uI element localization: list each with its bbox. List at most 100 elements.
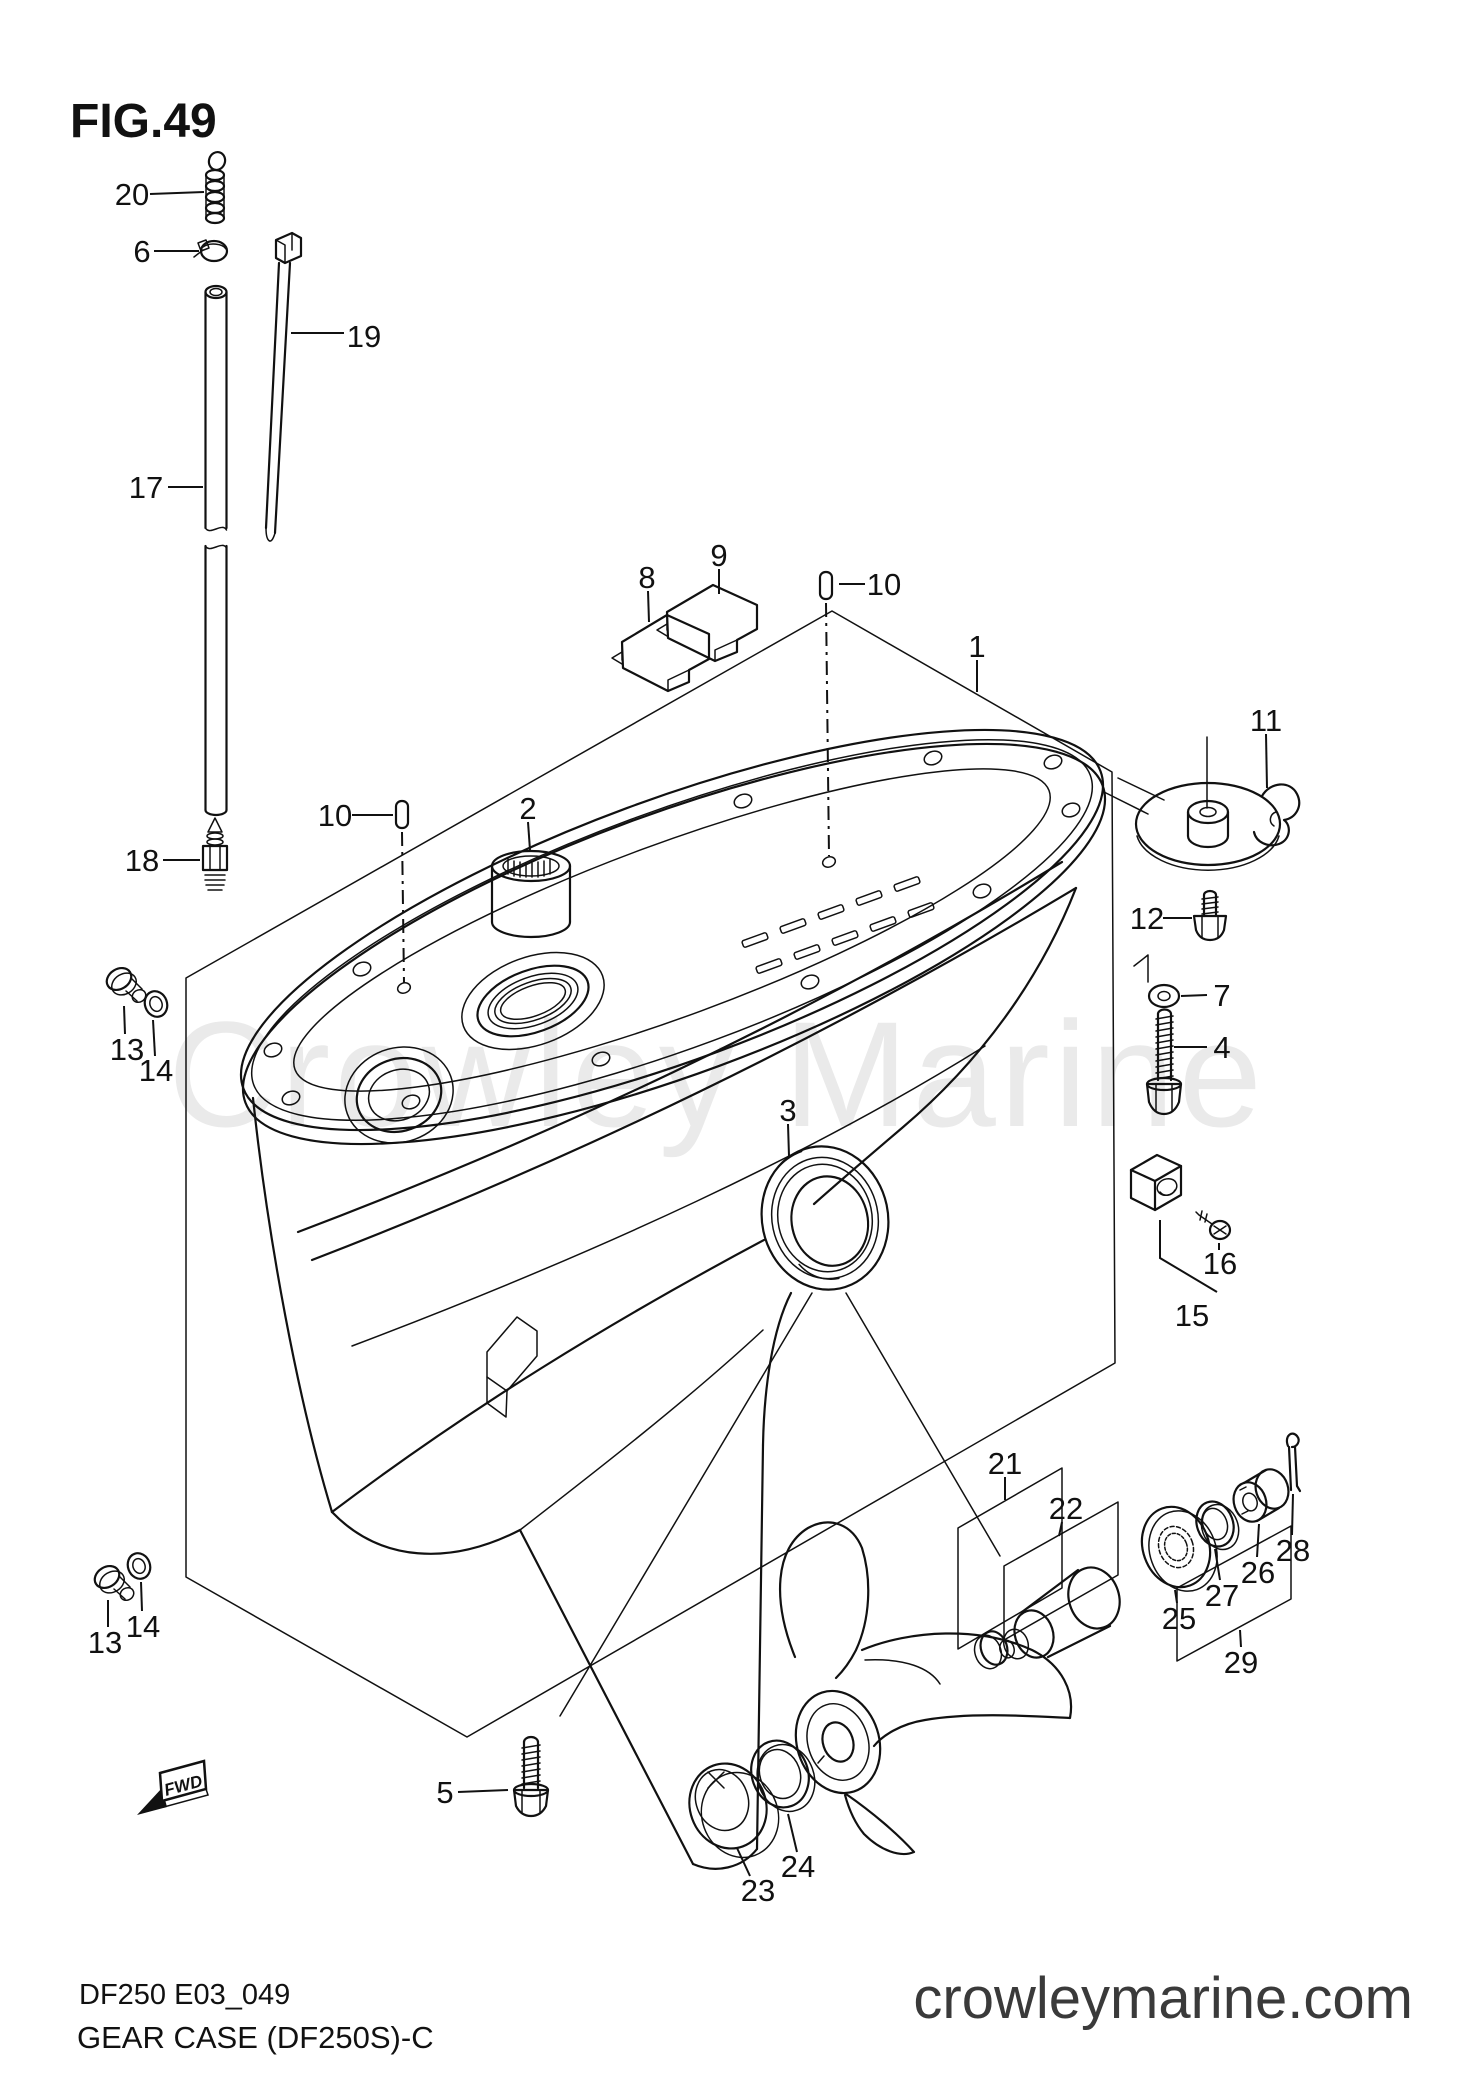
callout-22: 22 (1049, 1491, 1083, 1526)
callout-2: 2 (519, 791, 536, 826)
group-box-29 (1176, 1525, 1292, 1662)
part-7-washer (1133, 954, 1181, 1009)
part-10-pin-a (818, 570, 834, 601)
callout-14: 14 (139, 1053, 173, 1088)
leader-line-27 (1214, 1548, 1221, 1581)
part-25-spline-washer (1140, 1505, 1218, 1592)
part-26-spacer (1232, 1468, 1290, 1523)
gear-case-body (251, 777, 1165, 1870)
leader-line-14 (140, 1581, 143, 1612)
leader-line-2 (527, 821, 531, 851)
part-12-bolt (1192, 889, 1228, 942)
callout-26: 26 (1241, 1555, 1275, 1590)
callout-6: 6 (133, 234, 150, 269)
group-box-22 (1003, 1501, 1119, 1641)
leader-line-10 (825, 602, 830, 857)
part-27-washer (1195, 1500, 1240, 1551)
part-9-plate (656, 583, 759, 663)
callout-18: 18 (125, 843, 159, 878)
leader-line-23 (736, 1847, 751, 1877)
callout-11: 11 (1250, 703, 1282, 738)
group-box-21 (957, 1467, 1063, 1650)
part-28-cotter-pin (1285, 1432, 1302, 1493)
part-13-plug-a (105, 966, 147, 1004)
leader-line-5 (457, 1789, 509, 1793)
callout-17: 17 (129, 470, 163, 505)
flange-bores (344, 951, 605, 1144)
callout-19: 19 (347, 319, 381, 354)
propeller (779, 1521, 1073, 1856)
callout-27: 27 (1205, 1578, 1239, 1613)
callout-13: 13 (88, 1625, 122, 1660)
callout-13: 13 (110, 1032, 144, 1067)
callout-5: 5 (436, 1775, 453, 1810)
part-14-washer-b (126, 1552, 152, 1580)
part-18-fitting (201, 817, 229, 891)
part-10-pin-b (394, 799, 410, 830)
figure-title: FIG.49 (70, 95, 217, 148)
fwd-arrow-icon (137, 1788, 167, 1815)
part-4-bolt (1145, 1008, 1183, 1116)
callout-10: 10 (318, 798, 352, 833)
leader-line-20 (149, 191, 205, 195)
callout-23: 23 (741, 1873, 775, 1908)
callout-10: 10 (867, 567, 901, 602)
flange-bolt-holes (263, 750, 1081, 1110)
leader-line-26 (1256, 1523, 1260, 1558)
callout-7: 7 (1213, 978, 1230, 1013)
water-intake-scoop (486, 1316, 538, 1392)
part-23-hub-cup (688, 1762, 780, 1859)
fwd-ribbon-side (161, 1788, 209, 1808)
leader-line-13 (123, 1005, 126, 1035)
exhaust-louvers (741, 876, 935, 974)
leader-line-11 (1265, 733, 1268, 789)
leader-line-24 (787, 1813, 798, 1853)
callout-9: 9 (710, 538, 727, 573)
leader-line-8 (647, 590, 650, 623)
leader-line-14 (152, 1019, 156, 1057)
part-19-strap (264, 231, 303, 542)
callout-21: 21 (988, 1446, 1022, 1481)
leader-line-15 (1159, 1220, 1218, 1293)
leader-line-22 (1058, 1521, 1063, 1537)
footer-code: DF250 E03_049 (79, 1979, 290, 2011)
callout-4: 4 (1213, 1030, 1230, 1065)
leader-line-29 (1239, 1629, 1242, 1648)
leader-line-3 (787, 1123, 790, 1157)
part-2-bearing (490, 849, 572, 939)
assembly-box-1 (185, 610, 1116, 1738)
callout-15: 15 (1175, 1298, 1209, 1333)
callout-1: 1 (968, 629, 985, 664)
part-13-plug-b (93, 1564, 135, 1602)
part-8-plate (611, 613, 711, 693)
part-20-rod (204, 150, 227, 225)
leader-line-10 (401, 831, 405, 984)
callout-14: 14 (126, 1609, 160, 1644)
callout-28: 28 (1276, 1533, 1310, 1568)
footer-caption: GEAR CASE (DF250S)-C (77, 2020, 434, 2055)
callout-12: 12 (1130, 901, 1164, 936)
part-6-clamp (193, 239, 229, 263)
part-14-washer-a (143, 990, 169, 1018)
callout-20: 20 (115, 177, 149, 212)
callout-25: 25 (1162, 1601, 1196, 1636)
part-16-screw (1195, 1210, 1232, 1241)
callout-24: 24 (781, 1849, 815, 1884)
leader-line-28 (1291, 1493, 1294, 1536)
part-22-thrust-hub (973, 1566, 1121, 1670)
leader-line-25 (1174, 1589, 1178, 1604)
watermark-text: Crowley Marine (168, 990, 1266, 1158)
part-24-washer (750, 1739, 816, 1813)
site-wordmark: crowleymarine.com (913, 1966, 1413, 2031)
callout-16: 16 (1203, 1246, 1237, 1281)
part-17-tube (204, 284, 228, 817)
part-3-seal-ring (760, 1145, 890, 1291)
part-15-block (1129, 1153, 1183, 1212)
callout-3: 3 (779, 1093, 796, 1128)
callout-8: 8 (638, 560, 655, 595)
callout-29: 29 (1224, 1645, 1258, 1680)
part-11-trim-tab (1134, 736, 1301, 871)
part-5-bolt (512, 1735, 550, 1818)
